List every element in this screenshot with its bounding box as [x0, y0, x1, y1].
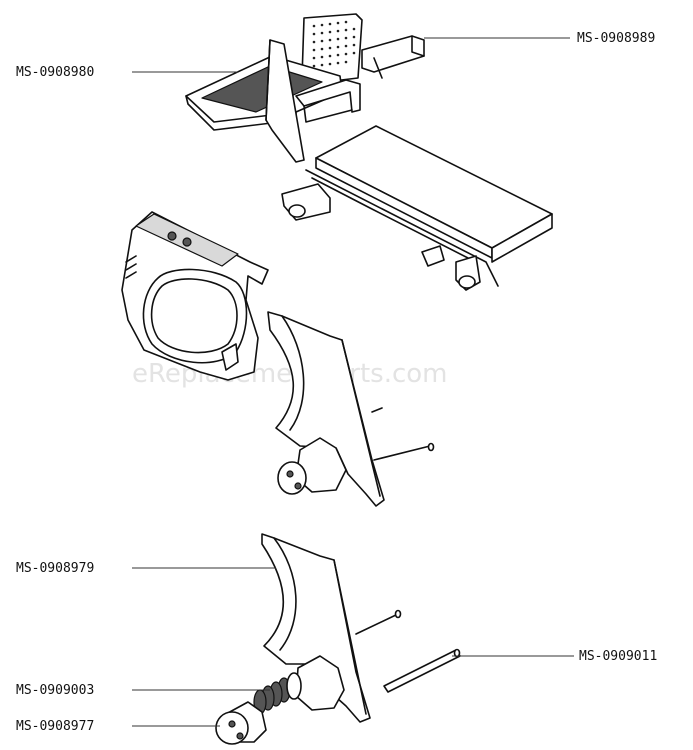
- food-tray-grate: [201, 65, 323, 113]
- knob-part: [215, 701, 267, 745]
- blade-carrier-upper: [267, 311, 435, 507]
- vent-lines: [125, 255, 137, 279]
- axle-pin: [383, 648, 461, 693]
- food-holder-assembly: [185, 13, 425, 163]
- blade-carrier-lower: [261, 533, 402, 723]
- speed-button: [182, 237, 192, 247]
- blade-carrier-upper-body: [267, 311, 385, 507]
- spring-part: [253, 672, 302, 715]
- tray-frame: [295, 79, 361, 113]
- leader-lines: [132, 37, 574, 727]
- carriage-plate: [281, 125, 553, 291]
- label-ms-0908980: MS-0908980: [16, 65, 94, 80]
- lower-hub: [295, 655, 345, 711]
- label-ms-0909011: MS-0909011: [579, 649, 657, 664]
- label-ms-0908977: MS-0908977: [16, 719, 94, 734]
- label-ms-0908979: MS-0908979: [16, 561, 94, 576]
- label-ms-0909003: MS-0909003: [16, 683, 94, 698]
- motor-housing: [121, 211, 269, 381]
- label-ms-0908989: MS-0908989: [577, 31, 655, 46]
- pusher-stem: [361, 35, 425, 73]
- power-button: [167, 231, 177, 241]
- carriage-foot-left: [281, 183, 331, 221]
- pusher-dots: [312, 20, 356, 68]
- upper-knob: [277, 461, 307, 495]
